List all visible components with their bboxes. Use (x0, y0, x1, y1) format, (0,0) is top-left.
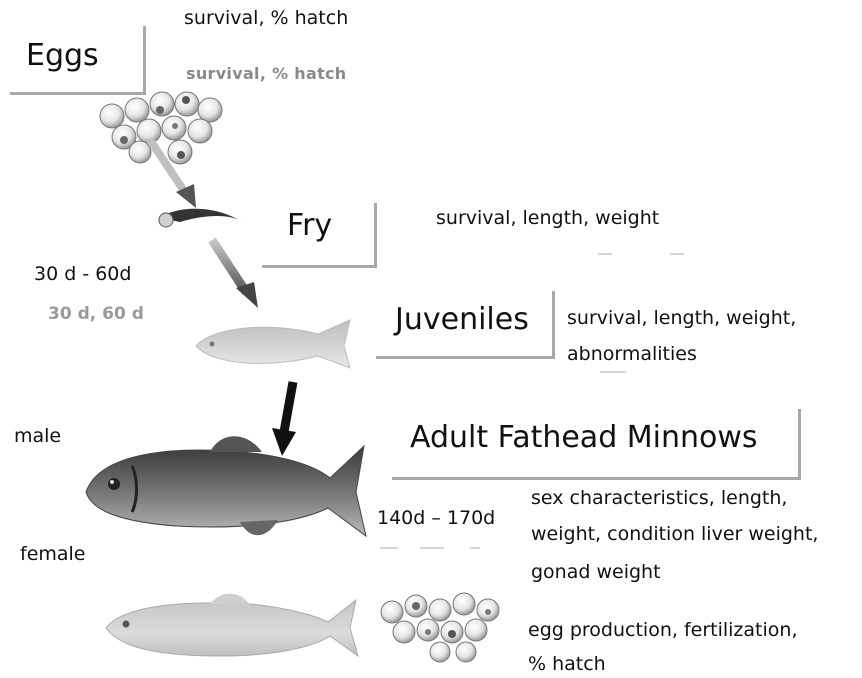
arrow-juvenile-to-adult-icon (272, 382, 296, 456)
egg-cluster-icon (381, 593, 499, 662)
fry-larva-icon (159, 209, 242, 227)
scan-artifact-marks (380, 254, 684, 548)
male-fish-icon (86, 436, 366, 536)
arrow-fry-to-juvenile-icon (212, 240, 258, 308)
female-fish-icon (106, 594, 358, 656)
juvenile-fish-icon (196, 320, 350, 368)
